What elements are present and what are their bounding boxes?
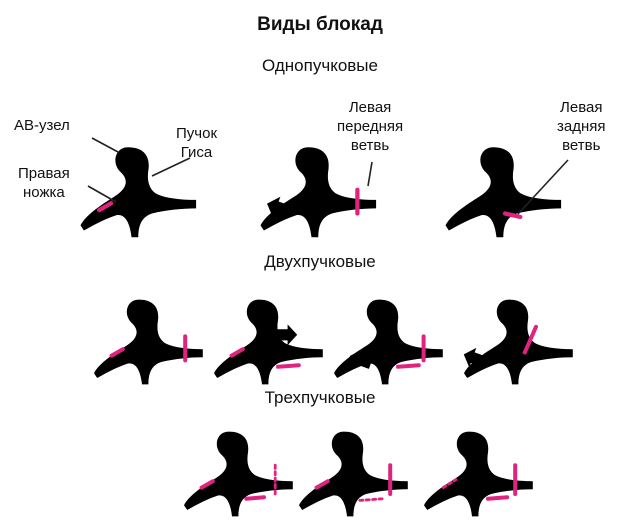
fig-tri-3	[416, 431, 543, 517]
pointer-his-bundle	[151, 157, 191, 177]
block-mark	[97, 201, 114, 213]
label-left-anterior-branch: Левая передняя ветвь	[337, 99, 404, 154]
page-title: Виды блокад	[257, 14, 383, 35]
fig-right-bundle-block	[72, 147, 207, 238]
label-av-node: АВ-узел	[14, 117, 70, 134]
fig-bi-2	[206, 299, 333, 385]
fig-bi-3	[326, 299, 453, 385]
section-title-trifascicular: Трехпучковые	[264, 388, 376, 407]
pointer-av-node	[91, 137, 119, 153]
pointer-right-branch	[87, 185, 117, 203]
pointer-left-posterior	[517, 159, 569, 215]
fig-bi-4	[456, 299, 583, 385]
fig-tri-2	[291, 431, 418, 517]
fig-left-posterior-block	[437, 147, 572, 238]
block-mark	[502, 211, 523, 220]
pointer-left-anterior	[367, 161, 373, 187]
label-right-branch: Правая ножка	[18, 165, 70, 201]
fig-bi-1	[86, 299, 213, 385]
section-title-monofascicular: Однопучковые	[262, 56, 378, 75]
section-title-bifascicular: Двухпучковые	[264, 252, 376, 271]
label-left-posterior-branch: Левая задняя ветвь	[557, 99, 606, 154]
fig-tri-1	[176, 431, 303, 517]
fig-left-anterior-block	[252, 147, 387, 238]
label-his-bundle: Пучок Гиса	[176, 125, 218, 161]
